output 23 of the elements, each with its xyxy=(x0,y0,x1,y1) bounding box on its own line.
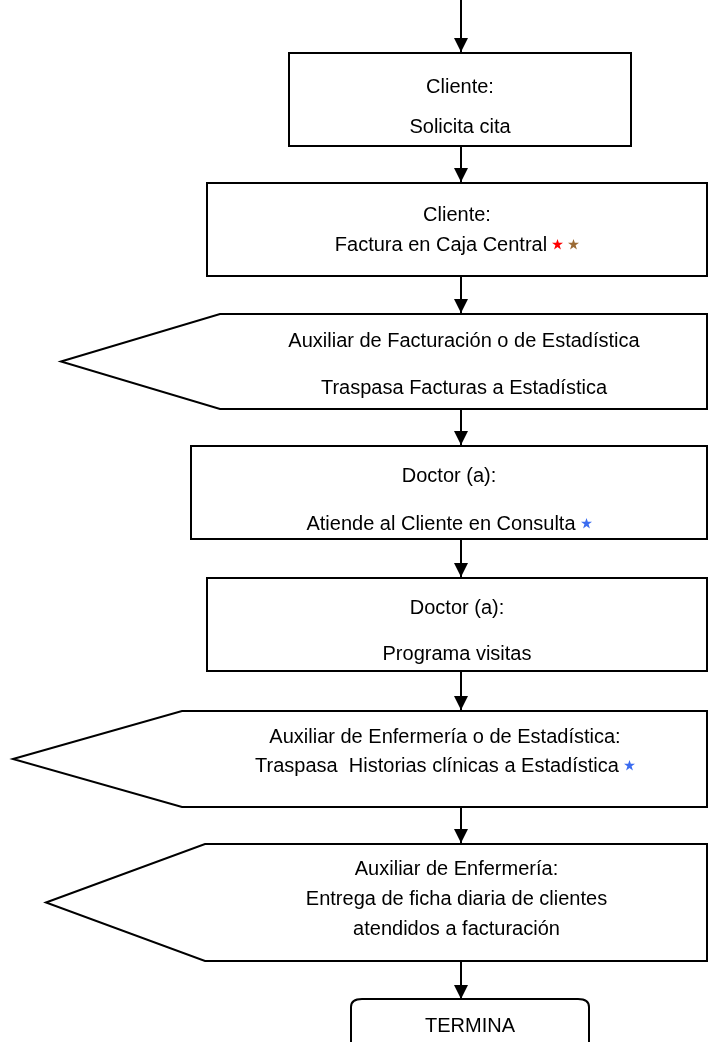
role-heading: Doctor (a): xyxy=(401,463,497,487)
step-text: Atiende al Cliente en Consulta xyxy=(306,511,576,535)
step-text: TERMINA xyxy=(425,1013,515,1037)
role-heading: Auxiliar de Enfermería o de Estadística: xyxy=(269,724,621,748)
step-text: Programa visitas xyxy=(382,641,532,665)
role-heading: Doctor (a): xyxy=(409,595,505,619)
arrow xyxy=(454,671,468,711)
role-heading: Cliente: xyxy=(423,202,491,226)
arrow xyxy=(454,276,468,314)
role-heading: Auxiliar de Facturación o de Estadística xyxy=(288,328,640,352)
arrow xyxy=(454,409,468,446)
arrow xyxy=(454,961,468,1000)
step-text: Factura en Caja Central xyxy=(334,232,548,256)
arrow xyxy=(454,807,468,844)
step-text: Entrega de ficha diaria de clientes atendidos a facturación xyxy=(304,886,609,941)
step-text: Solicita cita xyxy=(409,114,511,138)
role-heading: Auxiliar de Enfermería: xyxy=(354,856,559,881)
arrow xyxy=(454,0,468,53)
arrow xyxy=(454,146,468,183)
step-text: Traspasa Facturas a Estadística xyxy=(320,375,607,399)
arrow xyxy=(454,539,468,578)
step-text: Traspasa Historias clínicas a Estadística xyxy=(255,753,619,777)
role-heading: Cliente: xyxy=(426,74,494,98)
